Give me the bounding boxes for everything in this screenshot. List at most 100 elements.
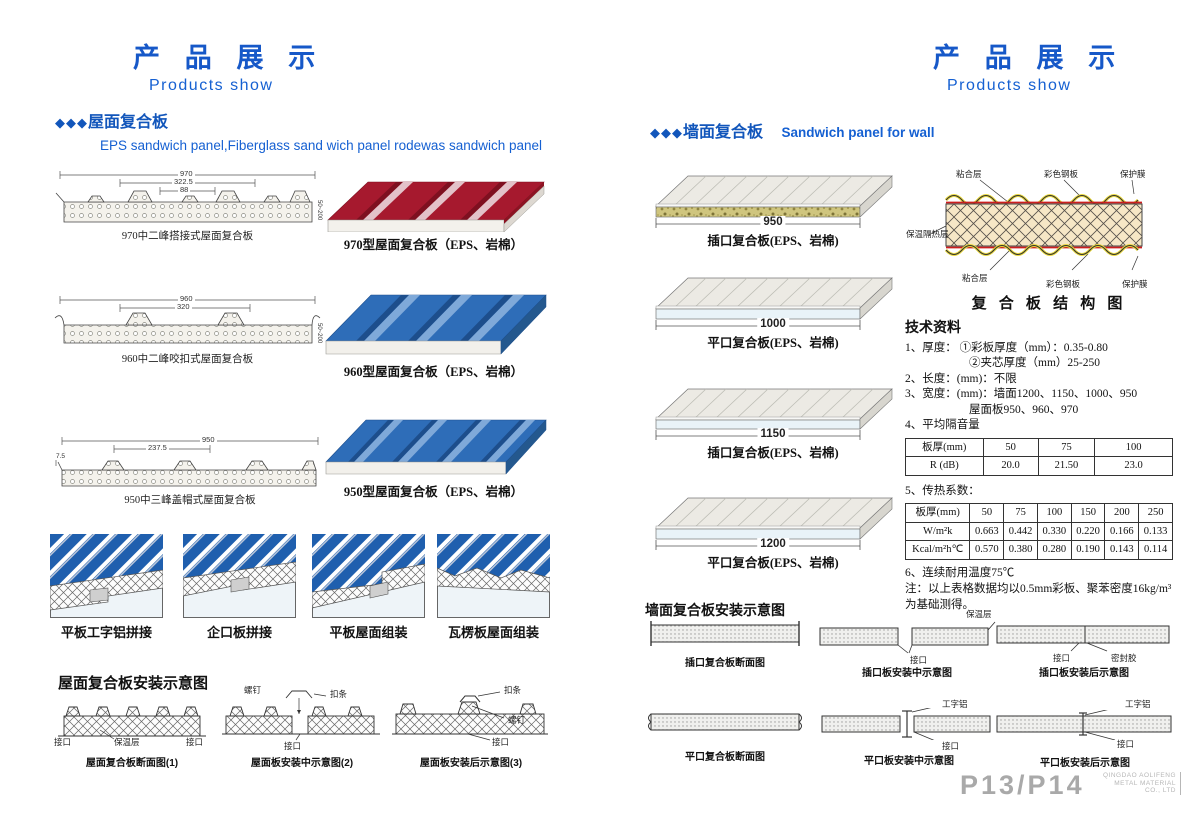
- joint-caption: 平板工字铝拼接: [60, 625, 152, 640]
- technical-data: 技术资料 1、厚度： ①彩板厚度（mm）：0.35-0.80 ②夹芯厚度（mm）…: [904, 319, 1173, 613]
- table-cell: 0.114: [1138, 540, 1173, 560]
- table-cell: 50: [969, 503, 1005, 523]
- structure-drawing: [928, 179, 1143, 271]
- roof-install-3-image: [392, 691, 548, 741]
- joint-label: 接口: [186, 737, 204, 747]
- joint-detail-1: 平板工字铝拼接: [50, 534, 163, 642]
- panel-caption: 插口复合板(EPS、岩棉): [707, 234, 839, 248]
- wall-install-5-image: [821, 708, 991, 740]
- tech-line: 6、连续耐用温度75℃: [905, 566, 1015, 579]
- cross-section-970-drawing: [55, 171, 316, 223]
- roof-panel-950: 950型屋面复合板（EPS、岩棉）: [316, 408, 551, 500]
- table-cell: 0.143: [1104, 540, 1140, 560]
- left-section-header: ◆◆◆屋面复合板 EPS sandwich panel,Fiberglass s…: [55, 108, 542, 153]
- tech-title: 技术资料: [905, 319, 961, 335]
- tech-line: 屋面板950、960、970: [969, 403, 1079, 416]
- table-cell: 0.133: [1138, 521, 1173, 541]
- section-subtitle: Sandwich panel for wall: [781, 125, 935, 140]
- table-cell: 0.570: [969, 540, 1005, 560]
- page-title: 产 品 展 示: [133, 43, 325, 73]
- joint-label: 接口: [910, 655, 928, 665]
- sealant-label: 密封胶: [1111, 653, 1137, 663]
- table-cell: 23.0: [1094, 456, 1173, 476]
- table-cell: 250: [1138, 503, 1173, 523]
- joint-caption: 平板屋面组装: [329, 625, 408, 640]
- batten-label: 扣条: [330, 689, 348, 699]
- dim-322: 322.5: [172, 177, 195, 186]
- install-caption: 插口板安装中示意图: [862, 668, 952, 679]
- panel-caption: 插口复合板(EPS、岩棉): [707, 446, 839, 460]
- company-line: QINGDAO AOLIFENG: [1102, 772, 1176, 779]
- tech-line: ②夹芯厚度（mm）25-250: [969, 357, 1100, 369]
- wall-panel-950: 950 插口复合板(EPS、岩棉): [648, 170, 898, 248]
- table-cell: Kcal/m²h℃: [904, 540, 971, 560]
- table-cell: 75: [1037, 437, 1096, 457]
- table-cell: 0.280: [1036, 540, 1072, 560]
- sound-insulation-table: 板厚(mm) 50 75 100 R (dB) 20.0 21.50 23.0: [905, 437, 1173, 476]
- roof-panel-960: 960型屋面复合板（EPS、岩棉）: [316, 283, 551, 379]
- protective-film-label: 保护膜: [1120, 169, 1146, 179]
- joint-detail-3-image: [312, 534, 425, 618]
- screw-label: 螺钉: [244, 685, 262, 695]
- wall-panel-1150-image: [655, 388, 893, 440]
- roof-install-2-image: [222, 690, 380, 741]
- panel-caption: 950型屋面复合板（EPS、岩棉）: [343, 485, 524, 499]
- page-subtitle: Products show: [149, 77, 274, 94]
- dim-320: 320: [175, 302, 192, 311]
- dim-237: 237.5: [146, 443, 169, 452]
- width-dim: 1200: [757, 538, 789, 550]
- wall-panel-1000: 1000 平口复合板(EPS、岩棉): [648, 272, 898, 350]
- install-caption: 屋面板安装中示意图(2): [250, 758, 354, 769]
- wall-panel-1200: 1200 平口复合板(EPS、岩棉): [648, 492, 898, 570]
- wall-install-diagram-1: 插口复合板断面图: [645, 620, 805, 672]
- tech-note: 注：以上表格数据均以0.5mm彩板、聚苯密度16kg/m³为基础测得。: [905, 583, 1172, 611]
- wall-panel-1150: 1150 插口复合板(EPS、岩棉): [648, 383, 898, 460]
- wall-install-1-image: [650, 621, 800, 646]
- table-cell: 0.190: [1070, 540, 1106, 560]
- structure-caption: 复 合 板 结 构 图: [971, 295, 1127, 312]
- wall-install-title: 墙面复合板安装示意图: [645, 602, 785, 618]
- batten-label: 扣条: [504, 685, 522, 695]
- steel-sheet-label: 彩色钢板: [1044, 169, 1079, 179]
- install-caption: 平口板安装后示意图: [1040, 758, 1130, 769]
- table-cell: 0.220: [1070, 521, 1106, 541]
- diamond-bullets-icon: ◆◆◆: [55, 115, 88, 130]
- tech-line: 4、平均隔音量: [905, 419, 980, 431]
- tech-line: 3、宽度：(mm)：墙面1200、1150、1000、950: [905, 388, 1138, 400]
- right-section-header: ◆◆◆墙面复合板 Sandwich panel for wall: [650, 118, 935, 142]
- joint-detail-2-image: [183, 534, 296, 618]
- joint-detail-2: 企口板拼接: [183, 534, 296, 642]
- joint-caption: 瓦楞板屋面组装: [447, 625, 539, 640]
- width-dim: 950: [760, 216, 786, 228]
- i-beam-label: 工字铝: [942, 699, 968, 709]
- install-caption: 平口复合板断面图: [685, 752, 765, 763]
- tech-line: 1、厚度： ①彩板厚度（mm）：0.35-0.80: [905, 341, 1108, 354]
- heat-transfer-table: 板厚(mm) 50 75 100 150 200 250 W/m²k 0.663…: [904, 503, 1173, 560]
- panel-caption: 平口复合板(EPS、岩棉): [707, 556, 839, 570]
- roof-install-diagram-1: 接口 保温层 接口 屋面复合板断面图(1): [54, 690, 208, 769]
- roof-panel-970: 970型屋面复合板（EPS、岩棉）: [316, 172, 551, 252]
- adhesive-layer-label: 粘合层: [956, 169, 982, 179]
- table-cell: 20.0: [982, 456, 1039, 476]
- dim-7-5: 7.5: [54, 453, 68, 460]
- wall-install-2-image: [819, 621, 996, 654]
- insulation-label: 保温层: [114, 737, 140, 747]
- insulation-layer-label: 保温隔热层: [906, 229, 949, 239]
- joint-label: 接口: [284, 741, 302, 751]
- company-line: CO., LTD: [1145, 787, 1176, 794]
- table-cell: 板厚(mm): [904, 503, 971, 523]
- joint-label: 接口: [54, 737, 72, 747]
- wall-install-diagram-2: 保温层 接口 插口板安装中示意图: [818, 609, 996, 679]
- structure-diagram: 粘合层 彩色钢板 保护膜 保温隔热层 粘合层 彩色钢板 保护膜 复 合 板 结 …: [906, 168, 1170, 316]
- wall-install-6-image: [996, 710, 1172, 740]
- roof-panel-960-image: [325, 294, 547, 355]
- roof-install-title: 屋面复合板安装示意图: [58, 675, 209, 692]
- table-cell: 200: [1104, 503, 1140, 523]
- wall-install-4-image: [648, 713, 802, 731]
- joint-detail-3: 平板屋面组装: [312, 534, 425, 642]
- table-cell: 100: [1036, 503, 1072, 523]
- cross-section-950: 950 237.5 7.5 950中三峰盖帽式屋面复合板: [50, 432, 330, 508]
- cross-section-970: 970 322.5 88 50~200 970中二峰搭接式屋面复合板: [50, 166, 325, 246]
- diamond-bullets-icon: ◆◆◆: [650, 125, 683, 140]
